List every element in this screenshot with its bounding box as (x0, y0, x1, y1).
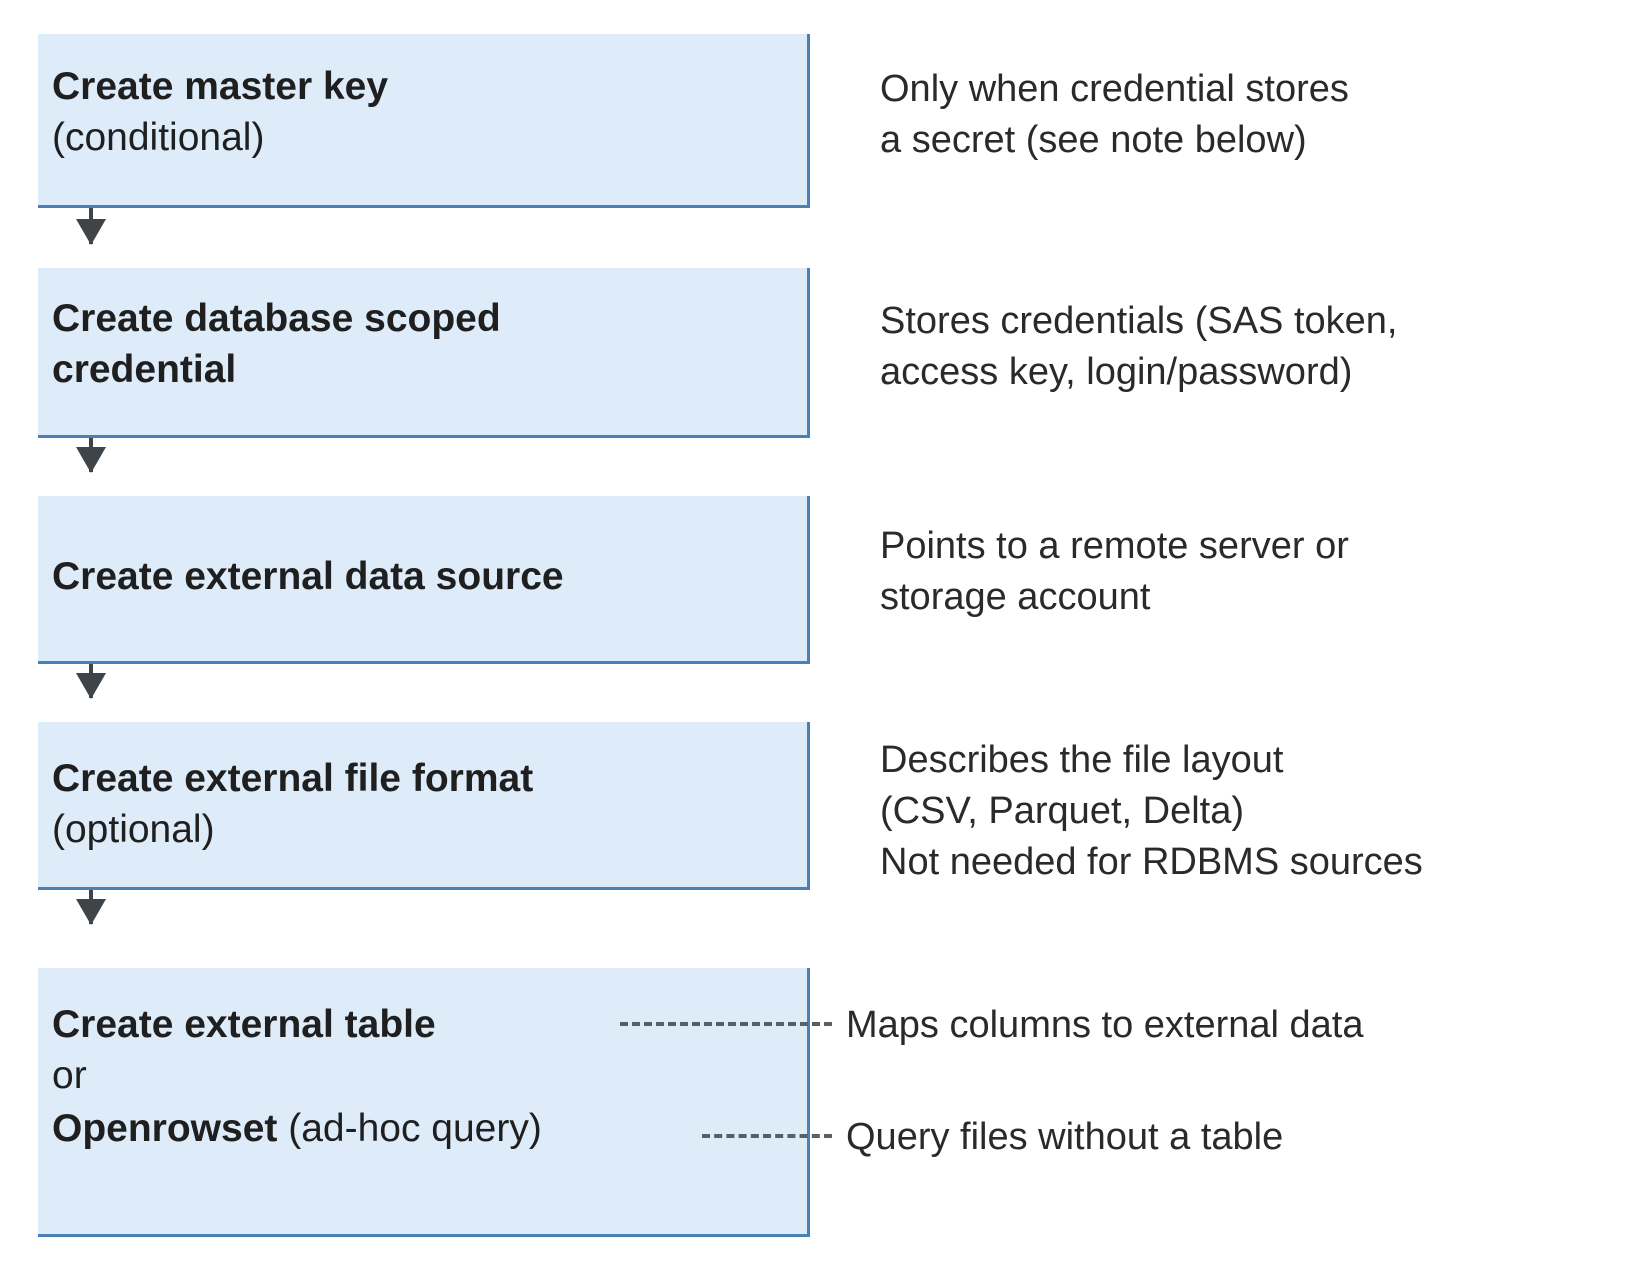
desc-line: (CSV, Parquet, Delta) (880, 789, 1244, 832)
step-description-create-external-data-source: Points to a remote server or storage acc… (880, 521, 1349, 623)
step-suffix-openrowset: (ad-hoc query) (277, 1107, 542, 1150)
step-label-create-external-data-source: Create external data source (52, 552, 1630, 603)
step-description-create-master-key: Only when credential stores a secret (se… (880, 64, 1349, 166)
step-box-create-external-data-source[interactable] (38, 496, 810, 664)
step-subtitle-create-external-file-format: (optional) (52, 807, 215, 851)
arrow-step3-to-step4 (89, 664, 93, 698)
step-subtitle-create-master-key: (conditional) (52, 115, 265, 159)
note-openrowset: Query files without a table (846, 1112, 1283, 1163)
step-title-openrowset: Openrowset (52, 1107, 278, 1150)
desc-line: Not needed for RDBMS sources (880, 840, 1423, 883)
step-connector-word-or: or (52, 1053, 87, 1097)
step-title-create-database-scoped-credential: Create database scoped (52, 297, 501, 340)
step-label-create-external-table: Create external table or (52, 1000, 1630, 1101)
arrow-step2-to-step3 (89, 438, 93, 472)
desc-line: a secret (see note below) (880, 118, 1307, 161)
step-title-create-external-data-source: Create external data source (52, 555, 564, 598)
arrow-step4-to-step5 (89, 890, 93, 924)
desc-line: storage account (880, 575, 1151, 618)
step-label-create-master-key: Create master key (conditional) (52, 62, 1630, 163)
desc-line: Points to a remote server or (880, 525, 1349, 567)
step-title-line2-create-database-scoped-credential: credential (52, 347, 237, 391)
step-box-create-master-key[interactable] (38, 34, 810, 208)
desc-line: access key, login/password) (880, 350, 1353, 393)
desc-line: Describes the file layout (880, 739, 1284, 781)
step-box-create-database-scoped-credential[interactable] (38, 268, 810, 438)
step-description-create-database-scoped-credential: Stores credentials (SAS token, access ke… (880, 296, 1397, 398)
arrow-step1-to-step2 (89, 208, 93, 244)
leader-create-external-table (620, 1022, 832, 1026)
step-label-create-external-file-format: Create external file format (optional) (52, 754, 1630, 855)
step-title-create-external-file-format: Create external file format (52, 757, 534, 800)
note-create-external-table: Maps columns to external data (846, 1000, 1364, 1051)
desc-line: Only when credential stores (880, 68, 1349, 110)
step-box-create-external-file-format[interactable] (38, 722, 810, 890)
step-label-create-database-scoped-credential: Create database scoped credential (52, 294, 1630, 395)
step-title-create-external-table: Create external table (52, 1003, 436, 1046)
desc-line: Maps columns to external data (846, 1004, 1364, 1046)
leader-openrowset (702, 1134, 832, 1138)
step-title-create-master-key: Create master key (52, 65, 389, 108)
step-box-create-external-table-or-openrowset[interactable] (38, 968, 810, 1237)
step-label-openrowset: Openrowset (ad-hoc query) (52, 1104, 1630, 1155)
step-description-create-external-file-format: Describes the file layout (CSV, Parquet,… (880, 735, 1423, 888)
desc-line: Query files without a table (846, 1116, 1284, 1158)
desc-line: Stores credentials (SAS token, (880, 300, 1398, 342)
